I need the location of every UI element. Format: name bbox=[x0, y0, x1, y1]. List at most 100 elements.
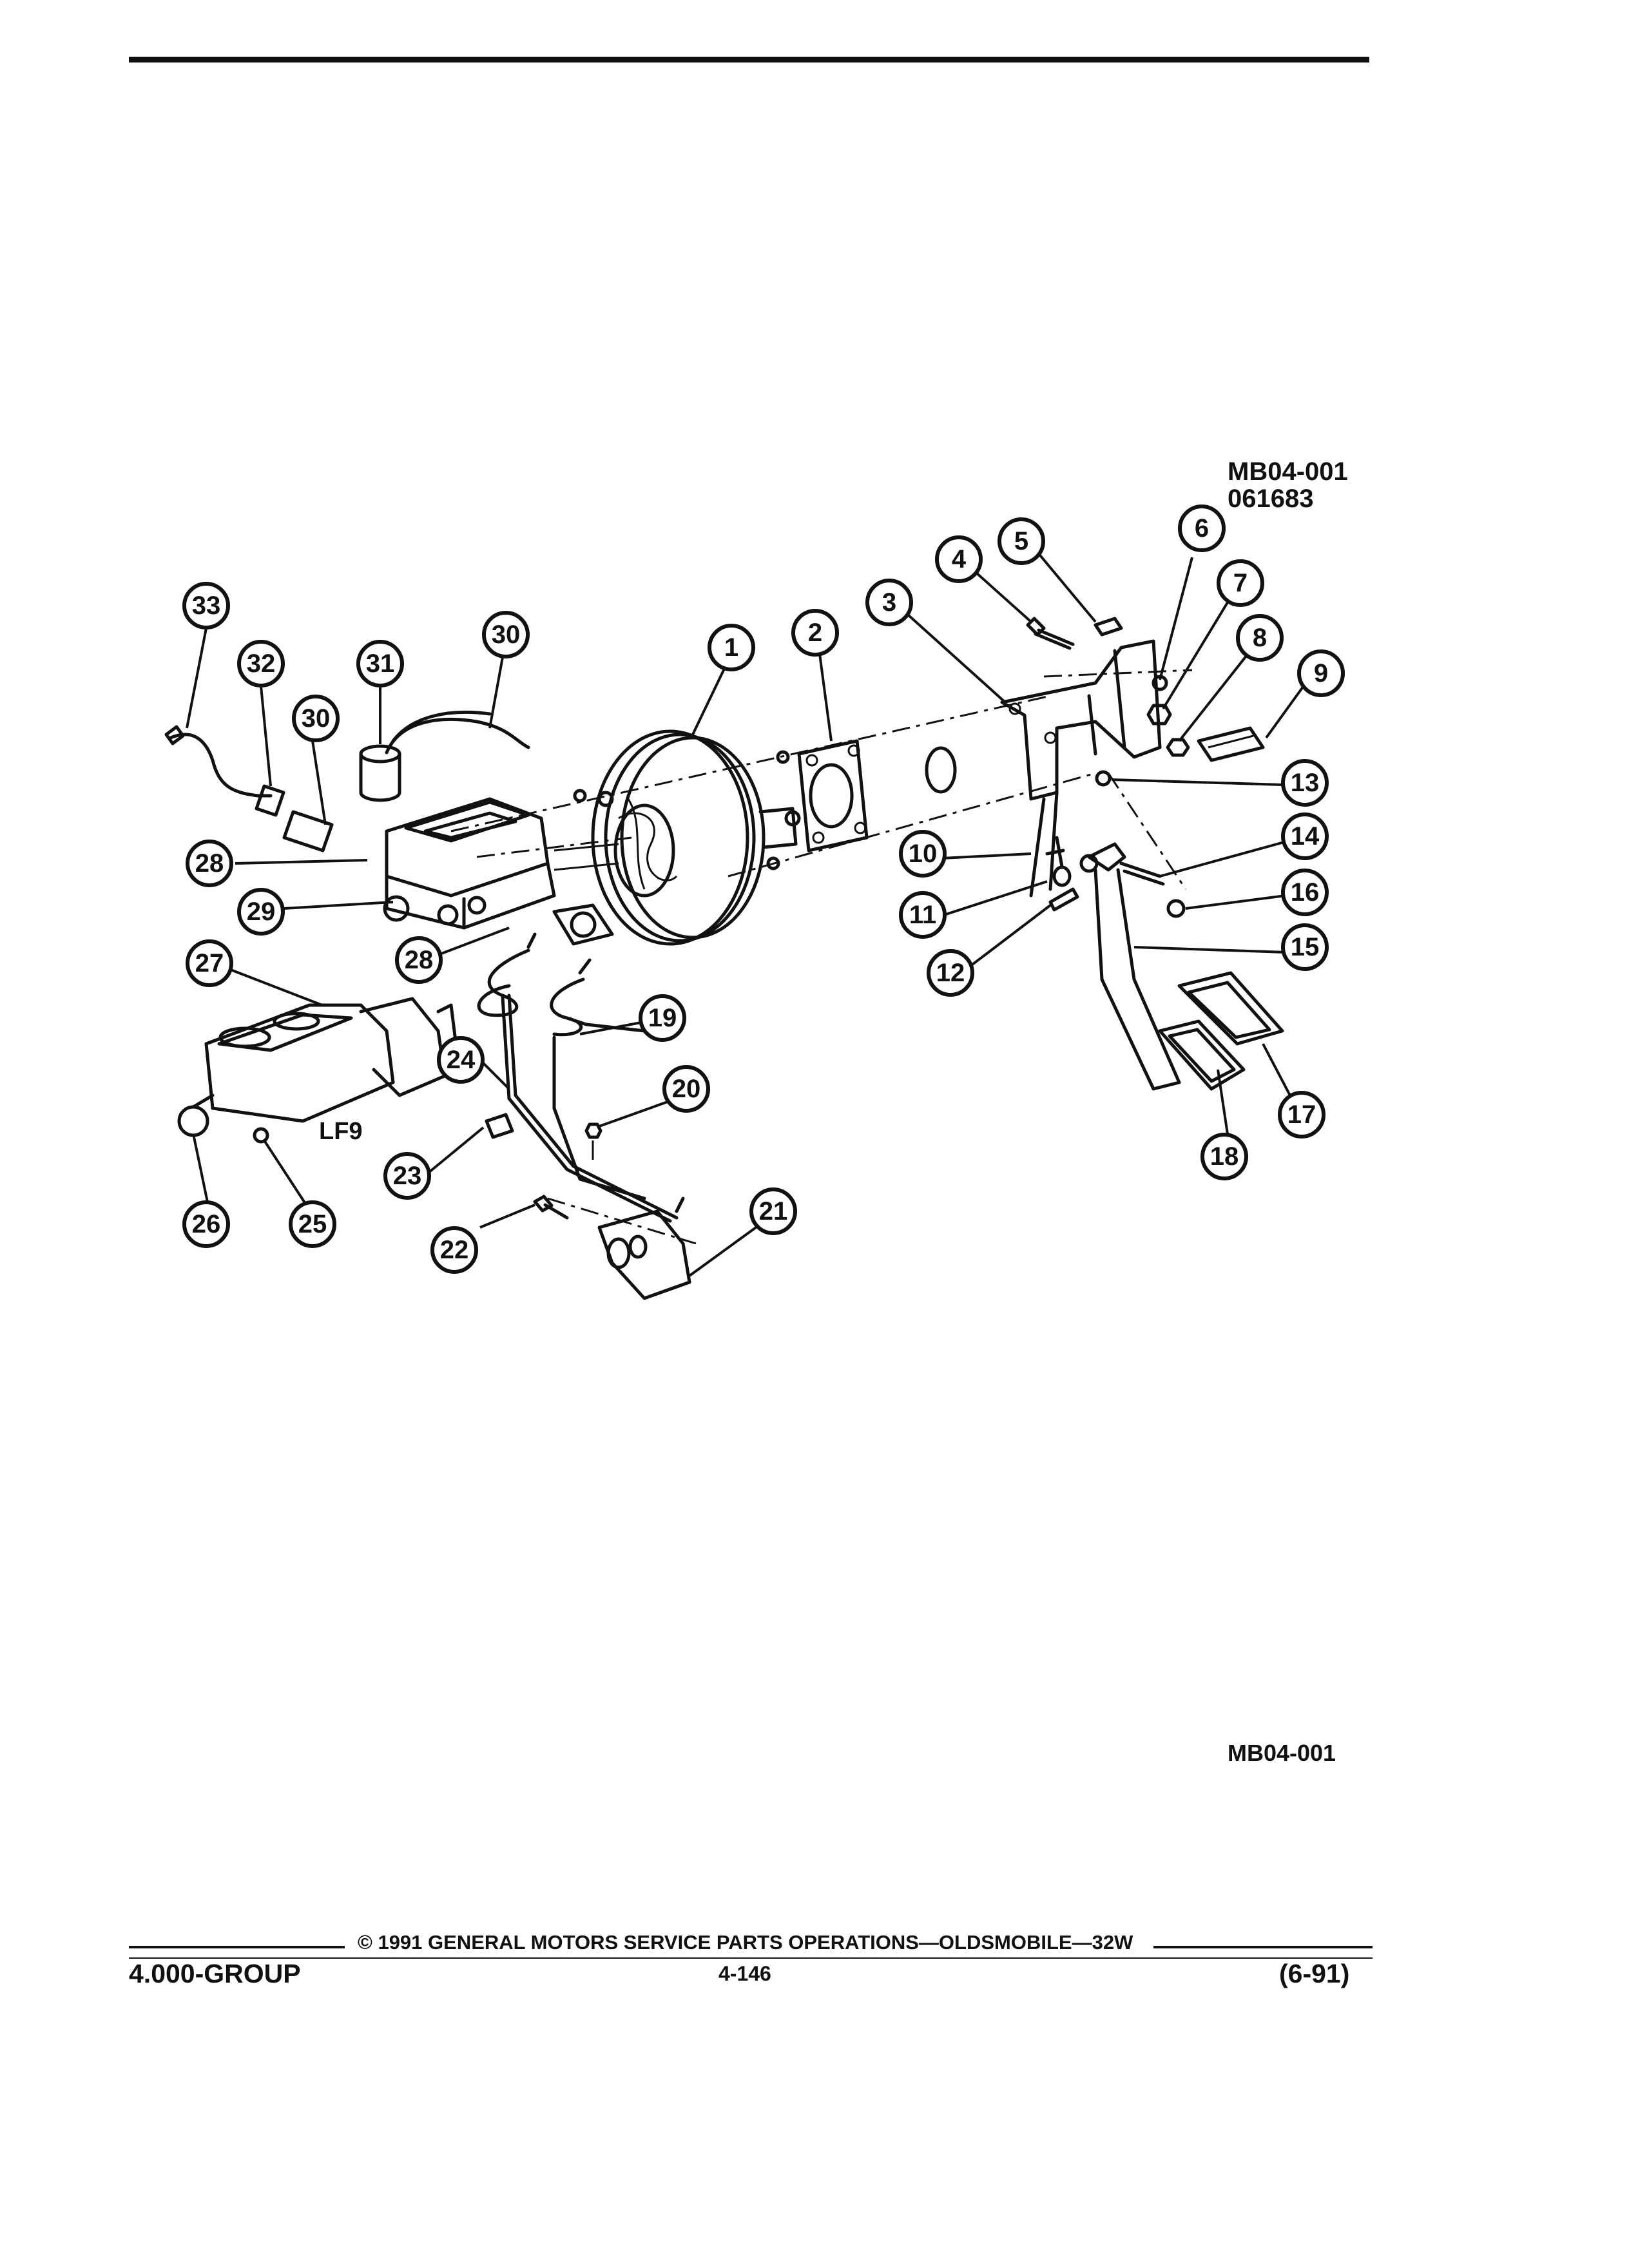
pedal-pivot-hardware bbox=[1045, 836, 1186, 918]
callout-26: 26 bbox=[182, 1200, 230, 1248]
callout-18: 18 bbox=[1200, 1133, 1248, 1180]
callout-23: 23 bbox=[383, 1152, 431, 1200]
callout-15: 15 bbox=[1281, 923, 1329, 971]
callout-3: 3 bbox=[865, 579, 913, 626]
callout-10: 10 bbox=[899, 830, 947, 878]
callout-14: 14 bbox=[1281, 812, 1329, 860]
callout-13: 13 bbox=[1281, 759, 1329, 807]
reservoir-gasket bbox=[552, 903, 614, 946]
figure-ref-date: 061683 bbox=[1228, 485, 1314, 513]
callout-32: 32 bbox=[237, 640, 285, 687]
callout-9: 9 bbox=[1297, 649, 1345, 697]
master-cylinder bbox=[383, 797, 619, 930]
fluid-level-sensor bbox=[255, 784, 334, 852]
booster-gasket bbox=[797, 739, 869, 852]
footer-group: 4.000-GROUP bbox=[129, 1959, 301, 1988]
callout-16-label: 16 bbox=[1291, 878, 1320, 907]
figure-ref-top: MB04-001 bbox=[1228, 457, 1348, 486]
callout-18-label: 18 bbox=[1210, 1142, 1239, 1171]
callout-27-label: 27 bbox=[195, 949, 224, 977]
callout-23-label: 23 bbox=[393, 1162, 422, 1190]
callout-5: 5 bbox=[998, 517, 1045, 565]
assembly-centerlines bbox=[450, 669, 1193, 1245]
callout-1: 1 bbox=[708, 624, 755, 671]
footer-rule-right bbox=[1153, 1946, 1373, 1948]
callout-2-label: 2 bbox=[808, 619, 822, 647]
vacuum-filter bbox=[359, 710, 530, 802]
callout-27: 27 bbox=[186, 939, 233, 987]
callout-30a: 30 bbox=[482, 611, 530, 658]
callout-12-label: 12 bbox=[936, 959, 965, 987]
callout-3-label: 3 bbox=[882, 588, 896, 617]
callout-9-label: 9 bbox=[1314, 659, 1328, 687]
callout-32-label: 32 bbox=[247, 649, 276, 678]
callout-7-label: 7 bbox=[1233, 569, 1248, 597]
callout-31-label: 31 bbox=[366, 649, 395, 678]
callout-21: 21 bbox=[749, 1187, 797, 1235]
callout-31: 31 bbox=[356, 640, 404, 687]
brake-pedal-arm bbox=[1079, 842, 1181, 1091]
callout-15-label: 15 bbox=[1291, 933, 1320, 961]
callout-5-label: 5 bbox=[1014, 527, 1028, 555]
callout-30b: 30 bbox=[292, 695, 340, 742]
callout-12: 12 bbox=[927, 949, 974, 997]
callout-17: 17 bbox=[1278, 1091, 1325, 1139]
callout-29: 29 bbox=[237, 888, 285, 936]
callout-19: 19 bbox=[639, 994, 686, 1042]
brake-pipes bbox=[477, 932, 679, 1223]
footer-copyright: © 1991 GENERAL MOTORS SERVICE PARTS OPER… bbox=[358, 1931, 1133, 1954]
callout-26-label: 26 bbox=[192, 1210, 221, 1238]
callout-8-label: 8 bbox=[1253, 624, 1267, 652]
callout-28a-label: 28 bbox=[195, 849, 224, 878]
bracket-clip bbox=[1094, 617, 1123, 637]
callout-24-label: 24 bbox=[447, 1046, 476, 1074]
callout-25: 25 bbox=[289, 1200, 336, 1248]
callout-33: 33 bbox=[182, 582, 230, 629]
pipe-clips bbox=[485, 1113, 602, 1160]
figure-ref-bottom: MB04-001 bbox=[1228, 1740, 1336, 1766]
callout-24: 24 bbox=[437, 1036, 485, 1084]
firewall-opening bbox=[925, 746, 957, 794]
callout-22-label: 22 bbox=[440, 1236, 469, 1264]
footer-page-number: 4-146 bbox=[718, 1962, 771, 1985]
callout-1-label: 1 bbox=[724, 633, 738, 662]
footer-rule-left bbox=[129, 1946, 345, 1948]
callout-13-label: 13 bbox=[1291, 769, 1320, 797]
callout-4: 4 bbox=[935, 535, 983, 583]
callout-29-label: 29 bbox=[247, 898, 276, 926]
callout-19-label: 19 bbox=[648, 1004, 677, 1032]
proportioner-valve bbox=[597, 1196, 691, 1300]
callout-11-label: 11 bbox=[909, 901, 936, 929]
master-cylinder-lf9 bbox=[177, 997, 459, 1144]
pedal-bracket bbox=[1000, 639, 1162, 898]
callout-33-label: 33 bbox=[192, 591, 221, 620]
footer-date: (6-91) bbox=[1279, 1959, 1350, 1988]
callout-2: 2 bbox=[791, 609, 839, 657]
callout-22: 22 bbox=[430, 1226, 478, 1274]
bracket-bolt bbox=[1026, 617, 1075, 650]
callout-8: 8 bbox=[1236, 614, 1284, 662]
callout-21-label: 21 bbox=[759, 1197, 788, 1225]
callout-20: 20 bbox=[662, 1065, 710, 1113]
callout-17-label: 17 bbox=[1287, 1100, 1316, 1129]
leader-lines bbox=[186, 543, 1309, 1277]
callout-11: 11 bbox=[899, 891, 947, 939]
callout-30b-label: 30 bbox=[302, 704, 331, 733]
callout-14-label: 14 bbox=[1291, 822, 1320, 850]
sensor-wire bbox=[164, 725, 273, 798]
callout-4-label: 4 bbox=[952, 545, 967, 573]
footer-rule-under bbox=[129, 1957, 1373, 1959]
variant-label: LF9 bbox=[319, 1118, 363, 1145]
callout-28b-label: 28 bbox=[405, 946, 434, 974]
switch-and-nuts bbox=[1095, 675, 1265, 787]
callout-30a-label: 30 bbox=[492, 620, 521, 649]
brake-booster bbox=[573, 729, 801, 946]
callout-28b: 28 bbox=[395, 936, 443, 984]
pedal-pad bbox=[1158, 971, 1284, 1091]
callout-28a: 28 bbox=[186, 840, 233, 887]
valve-bolt bbox=[533, 1195, 569, 1220]
callout-7: 7 bbox=[1217, 559, 1264, 607]
callout-25-label: 25 bbox=[298, 1210, 327, 1238]
callout-20-label: 20 bbox=[672, 1075, 701, 1103]
